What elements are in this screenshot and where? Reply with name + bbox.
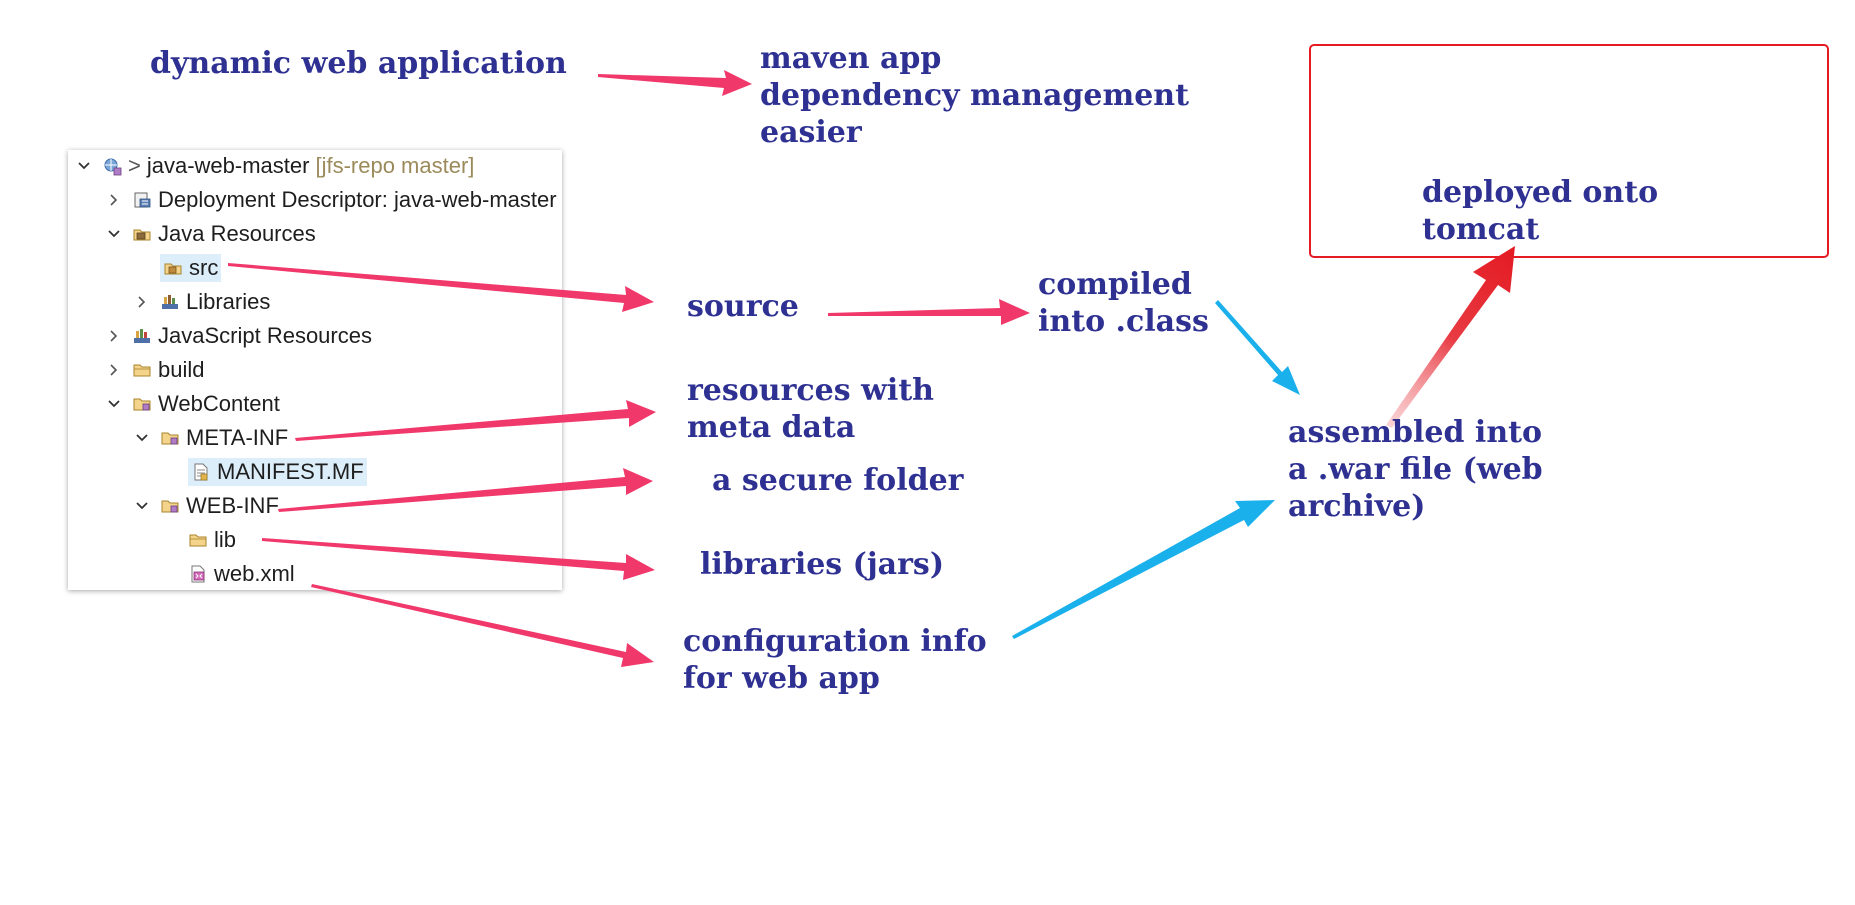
tree-item-label: Java Resources	[158, 221, 316, 246]
tree-item-label: Deployment Descriptor: java-web-master	[158, 187, 557, 212]
tree-item-label: lib	[214, 527, 237, 552]
text-file-icon	[194, 463, 208, 481]
manifest-selection[interactable]: MANIFEST.MF	[188, 458, 367, 486]
note-resources: resources with meta data	[687, 372, 934, 446]
folder-icon	[133, 364, 151, 377]
note-assembled: assembled into a .war file (web archive)	[1288, 414, 1543, 525]
folder-icon	[189, 534, 207, 547]
note-line: deployed onto	[1422, 175, 1659, 210]
tree-row-project-root[interactable]: > java-web-master [jfs-repo master]	[76, 150, 474, 182]
chevron-right-icon[interactable]	[106, 192, 122, 208]
chevron-down-icon[interactable]	[106, 226, 122, 242]
note-line: compiled	[1038, 267, 1192, 302]
arrow-web-xml-to-config	[311, 584, 654, 667]
chevron-right-icon[interactable]	[106, 328, 122, 344]
note-line: assembled into	[1288, 415, 1543, 450]
libraries-icon	[162, 295, 178, 309]
arrow-webapp-to-maven	[598, 70, 752, 96]
note-line: archive)	[1288, 489, 1426, 524]
arrow-config-to-assembled	[1012, 500, 1275, 639]
note-maven: maven app dependency management easier	[760, 40, 1189, 151]
tree-item-label: src	[189, 255, 219, 280]
folder-git-icon	[161, 500, 179, 513]
tree-row-web-inf[interactable]: WEB-INF	[134, 490, 279, 522]
arrow-meta-inf-to-resources	[295, 400, 656, 441]
tree-item-label: build	[158, 357, 205, 382]
note-libraries: libraries (jars)	[700, 547, 945, 582]
arrow-src-to-source	[228, 263, 654, 312]
tree-row-javascript-resources[interactable]: JavaScript Resources	[106, 320, 372, 352]
chevron-down-icon[interactable]	[76, 158, 92, 174]
chevron-down-icon[interactable]	[134, 498, 150, 514]
project-explorer-tree: > java-web-master [jfs-repo master] Depl…	[68, 150, 562, 590]
note-line: dependency management	[760, 78, 1189, 113]
note-line: a .war file (web	[1288, 452, 1543, 487]
folder-git-icon	[133, 398, 151, 411]
tree-row-meta-inf[interactable]: META-INF	[134, 422, 288, 454]
note-line: maven app	[760, 41, 942, 76]
tree-item-label: web.xml	[214, 561, 295, 586]
tree-row-deployment-descriptor[interactable]: Deployment Descriptor: java-web-master	[106, 184, 557, 216]
src-selection[interactable]: src	[160, 254, 222, 282]
tree-row-webcontent[interactable]: WebContent	[106, 388, 280, 420]
tree-row-manifest[interactable]: MANIFEST.MF	[162, 456, 367, 488]
tomcat-box	[1309, 44, 1829, 258]
note-source: source	[687, 289, 799, 324]
java-resources-icon	[133, 229, 151, 241]
note-line: for web app	[683, 661, 880, 696]
tree-item-label: WEB-INF	[186, 493, 279, 518]
note-deployed: deployed onto tomcat	[1422, 174, 1658, 248]
note-dynamic-web-application: dynamic web application	[150, 46, 567, 81]
web-project-icon	[104, 158, 122, 176]
arrow-lib-to-libraries	[262, 538, 655, 580]
arrow-assembled-to-tomcat	[1386, 246, 1515, 428]
chevron-down-icon[interactable]	[134, 430, 150, 446]
arrow-source-to-compiled	[828, 299, 1030, 325]
tree-row-java-resources[interactable]: Java Resources	[106, 218, 316, 250]
chevron-right-icon[interactable]	[106, 362, 122, 378]
tree-root-prefix: >	[128, 153, 141, 178]
tree-item-label: MANIFEST.MF	[217, 459, 364, 484]
note-line: meta data	[687, 410, 856, 445]
tree-item-label: WebContent	[158, 391, 280, 416]
note-line: tomcat	[1422, 212, 1540, 247]
chevron-right-icon[interactable]	[134, 294, 150, 310]
arrow-compiled-to-assembled	[1215, 300, 1300, 395]
git-repo-decoration: [jfs-repo master]	[315, 153, 475, 178]
tree-item-label: Libraries	[186, 289, 271, 314]
tree-row-lib[interactable]: lib	[162, 524, 236, 556]
tree-row-libraries[interactable]: Libraries	[134, 286, 270, 318]
note-line: into .class	[1038, 304, 1209, 339]
xml-file-icon	[191, 565, 205, 583]
note-secure-folder: a secure folder	[712, 463, 964, 498]
tree-item-label: META-INF	[186, 425, 289, 450]
note-line: easier	[760, 115, 862, 150]
note-compiled: compiled into .class	[1038, 266, 1209, 340]
arrow-web-inf-to-secure-folder	[278, 468, 653, 512]
deployment-descriptor-icon	[134, 192, 151, 208]
tree-row-web-xml[interactable]: web.xml	[162, 558, 295, 590]
note-line: resources with	[687, 373, 934, 408]
note-line: configuration info	[683, 624, 987, 659]
note-config: configuration info for web app	[683, 623, 987, 697]
chevron-down-icon[interactable]	[106, 396, 122, 412]
tree-row-build[interactable]: build	[106, 354, 204, 386]
tree-root-label: java-web-master	[146, 153, 310, 178]
tree-row-src[interactable]: src	[134, 252, 222, 284]
tree-item-label: JavaScript Resources	[158, 323, 372, 348]
folder-git-icon	[161, 432, 179, 445]
source-folder-icon	[164, 263, 182, 275]
javascript-resources-icon	[134, 329, 150, 343]
